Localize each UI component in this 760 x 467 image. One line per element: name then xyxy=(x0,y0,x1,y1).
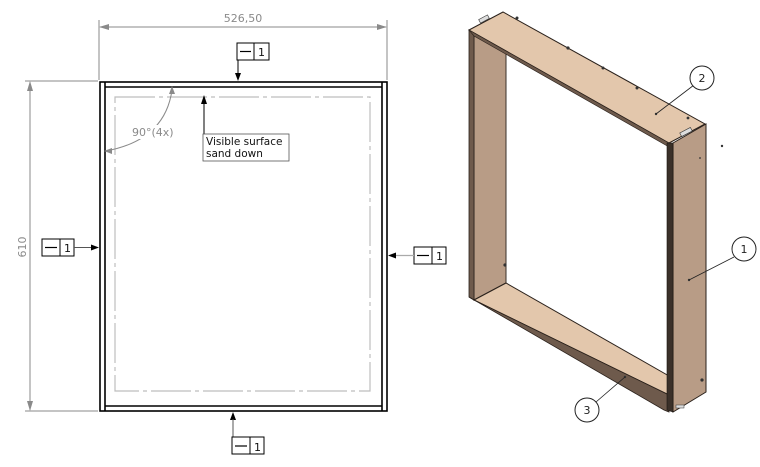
right-panel-front-edge xyxy=(666,142,674,413)
svg-text:1: 1 xyxy=(258,46,265,59)
front-view: 526,50 610 90°(4x) xyxy=(16,12,447,455)
inner-surface-outline xyxy=(114,96,371,392)
angle-annotation: 90°(4x) xyxy=(104,86,175,154)
height-dimension: 610 xyxy=(16,80,98,412)
width-dimension: 526,50 xyxy=(98,12,388,80)
balloon-3-label: 3 xyxy=(584,404,591,417)
height-dimension-value: 610 xyxy=(16,237,29,258)
balloon-2[interactable]: 2 xyxy=(655,65,715,115)
bottom-board-front-edge xyxy=(468,296,670,413)
svg-text:1: 1 xyxy=(436,250,443,263)
flatness-callout-left: 1 xyxy=(41,238,99,257)
left-panel-face xyxy=(473,33,507,301)
balloon-1-label: 1 xyxy=(741,243,748,256)
note-line-1: Visible surface xyxy=(206,136,282,148)
svg-text:1: 1 xyxy=(254,441,261,454)
top-board-fasteners xyxy=(478,14,693,137)
surface-note: Visible surface sand down xyxy=(201,95,290,162)
note-line-2: sand down xyxy=(206,148,263,160)
balloon-1[interactable]: 1 xyxy=(687,236,757,282)
left-panel-edge xyxy=(468,29,475,301)
part-1-right-panel xyxy=(672,123,707,413)
part-3-bottom-board xyxy=(472,282,670,396)
flatness-callout-bottom: 1 xyxy=(230,412,265,455)
width-dimension-value: 526,50 xyxy=(224,12,263,25)
balloon-3[interactable]: 3 xyxy=(574,375,627,423)
frame-outline xyxy=(99,81,388,412)
right-panel-fasteners xyxy=(503,144,724,409)
svg-text:1: 1 xyxy=(64,242,71,255)
isometric-view: 2 1 3 xyxy=(467,11,757,423)
balloon-2-label: 2 xyxy=(699,72,706,85)
flatness-callout-right: 1 xyxy=(388,246,447,265)
flatness-callout-top: 1 xyxy=(235,42,270,81)
angle-value: 90°(4x) xyxy=(132,126,174,139)
